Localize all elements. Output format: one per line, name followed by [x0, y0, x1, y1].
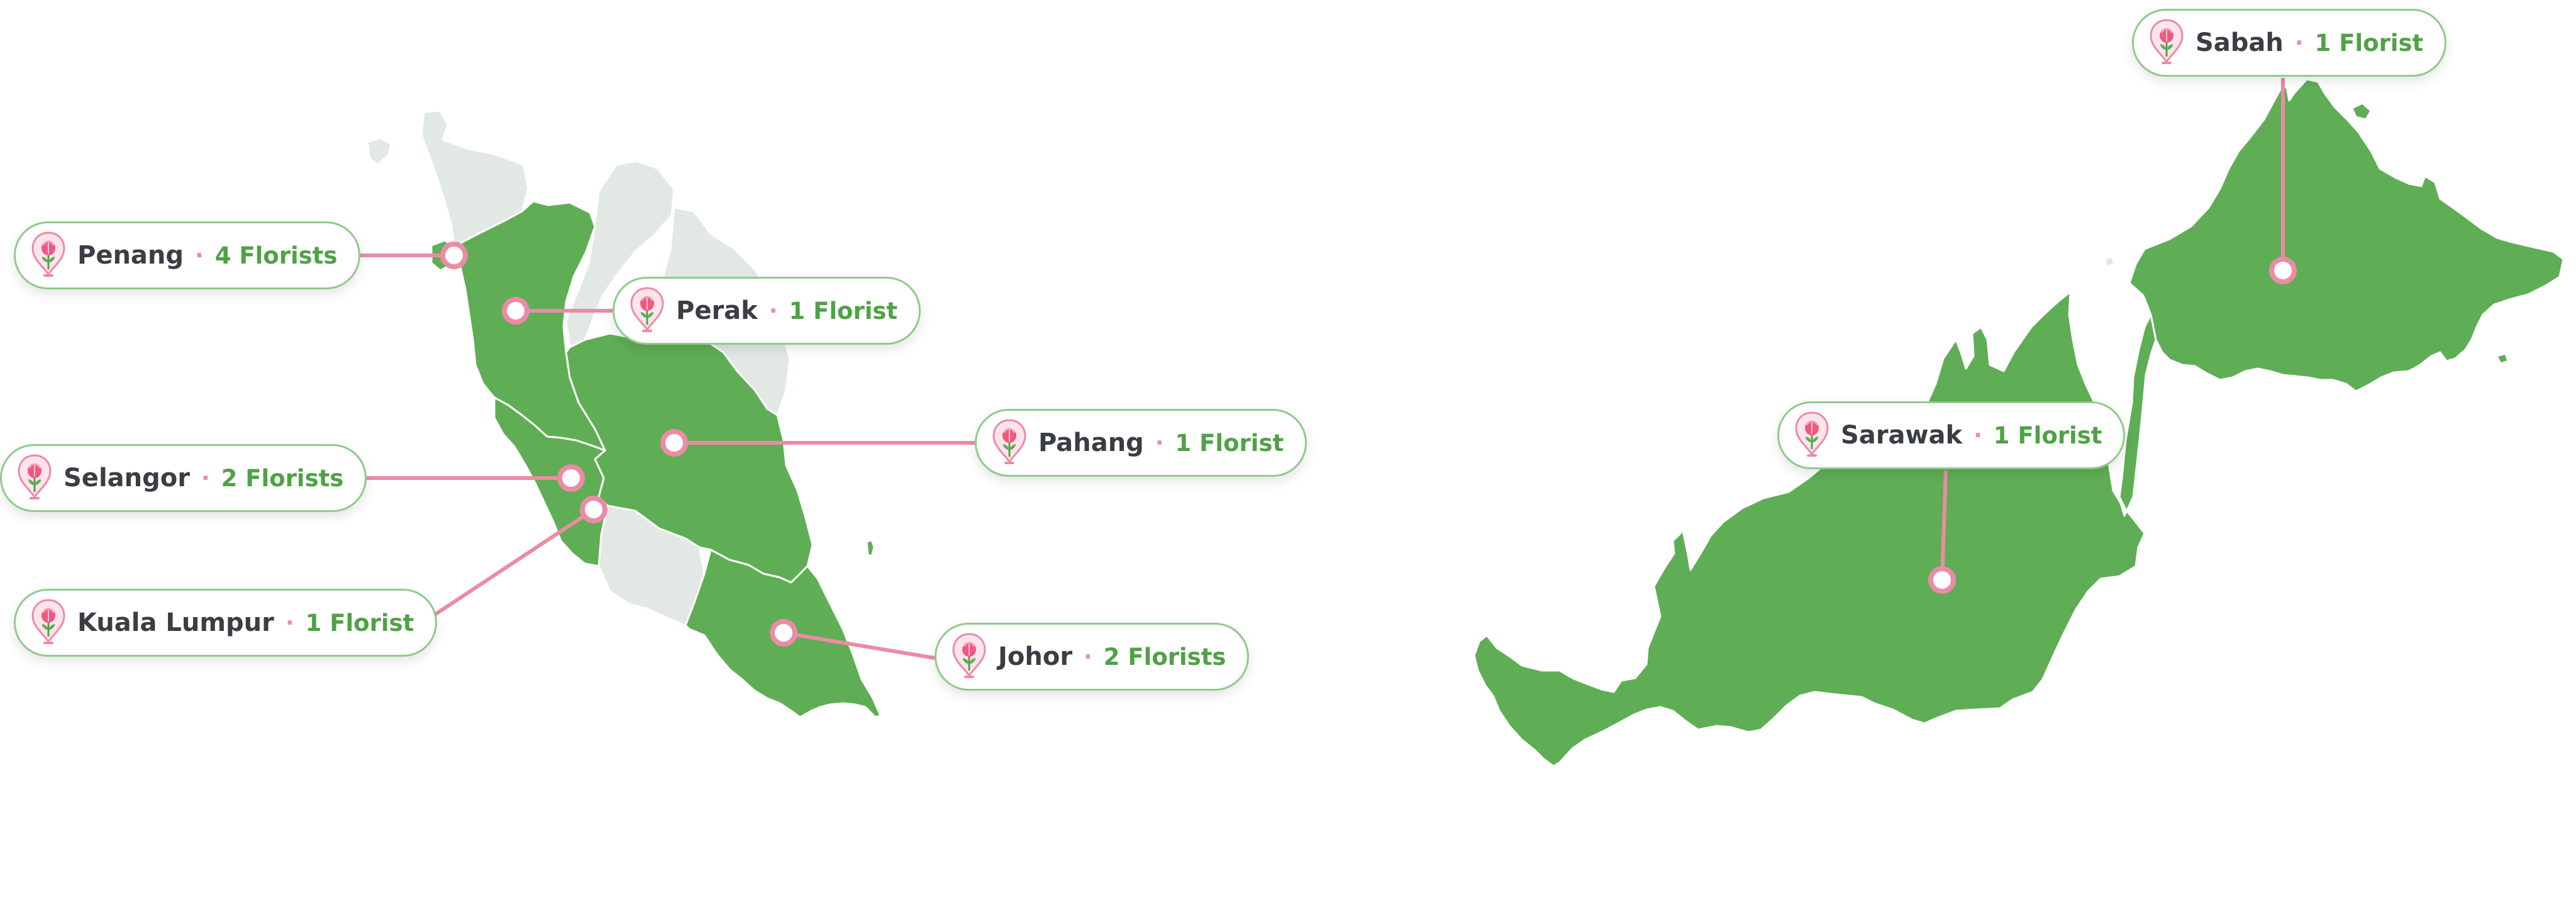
florist-count: 1 Florist: [2314, 29, 2424, 57]
state-name: Pahang: [1038, 428, 1144, 457]
flower-pin-icon: [630, 287, 664, 333]
island-tioman: [865, 538, 875, 557]
flower-pin-icon: [992, 419, 1026, 465]
flower-pin-icon: [952, 633, 986, 679]
state-name: Selangor: [64, 464, 190, 493]
state-name: Johor: [998, 642, 1073, 671]
state-name: Perak: [676, 296, 758, 325]
location-pins: [440, 242, 2297, 647]
state-sarawak: [1473, 291, 2157, 767]
florist-count: 2 Florists: [1103, 643, 1226, 671]
state-selangor: [493, 396, 609, 567]
label-penang[interactable]: Penang · 4 Florists: [14, 221, 361, 289]
label-johor[interactable]: Johor · 2 Florists: [935, 623, 1250, 691]
pin-penang[interactable]: [440, 242, 468, 269]
island-sabah-east: [2496, 352, 2509, 365]
island-banggi: [2351, 102, 2372, 121]
separator-dot: ·: [1084, 644, 1092, 670]
pin-sarawak[interactable]: [1928, 566, 1956, 594]
florist-count: 1 Florist: [1993, 421, 2102, 449]
state-kelantan: [565, 160, 675, 348]
separator-dot: ·: [201, 465, 210, 491]
pin-selangor[interactable]: [557, 464, 585, 492]
pin-johor[interactable]: [770, 619, 797, 647]
label-sarawak[interactable]: Sarawak · 1 Florist: [1777, 401, 2126, 469]
pin-perak[interactable]: [502, 297, 530, 325]
state-name: Penang: [77, 241, 184, 270]
pin-kuala-lumpur[interactable]: [580, 496, 608, 523]
separator-dot: ·: [769, 298, 778, 324]
connector-lines: [347, 78, 2285, 660]
island-labuan: [2103, 255, 2116, 268]
florist-count: 1 Florist: [789, 297, 898, 325]
state-name: Sarawak: [1841, 421, 1963, 450]
florist-count: 2 Florists: [221, 464, 344, 492]
flower-pin-icon: [31, 231, 65, 278]
label-sabah[interactable]: Sabah · 1 Florist: [2132, 9, 2447, 77]
state-name: Kuala Lumpur: [77, 608, 274, 637]
pin-pahang[interactable]: [660, 429, 688, 457]
florist-count: 1 Florist: [305, 609, 414, 637]
label-kuala-lumpur[interactable]: Kuala Lumpur · 1 Florist: [14, 589, 438, 657]
flower-pin-icon: [1795, 411, 1829, 458]
separator-dot: ·: [1155, 430, 1164, 456]
connector-sarawak: [1940, 470, 1948, 581]
label-selangor[interactable]: Selangor · 2 Florists: [0, 444, 367, 512]
connector-kuala-lumpur: [421, 508, 595, 625]
flower-pin-icon: [31, 599, 65, 645]
label-pahang[interactable]: Pahang · 1 Florist: [975, 409, 1307, 477]
separator-dot: ·: [285, 610, 294, 636]
pin-sabah[interactable]: [2269, 257, 2297, 284]
connector-johor: [783, 631, 935, 660]
state-sabah: [2128, 78, 2565, 393]
separator-dot: ·: [1974, 422, 1982, 448]
island-langkawi: [366, 137, 392, 166]
flower-pin-icon: [2150, 19, 2184, 65]
flower-pin-icon: [18, 454, 52, 501]
label-perak[interactable]: Perak · 1 Florist: [613, 277, 921, 345]
florist-count: 4 Florists: [214, 242, 338, 269]
florist-count: 1 Florist: [1175, 429, 1284, 457]
state-name: Sabah: [2196, 28, 2284, 57]
separator-dot: ·: [2294, 30, 2304, 56]
separator-dot: ·: [195, 242, 204, 269]
